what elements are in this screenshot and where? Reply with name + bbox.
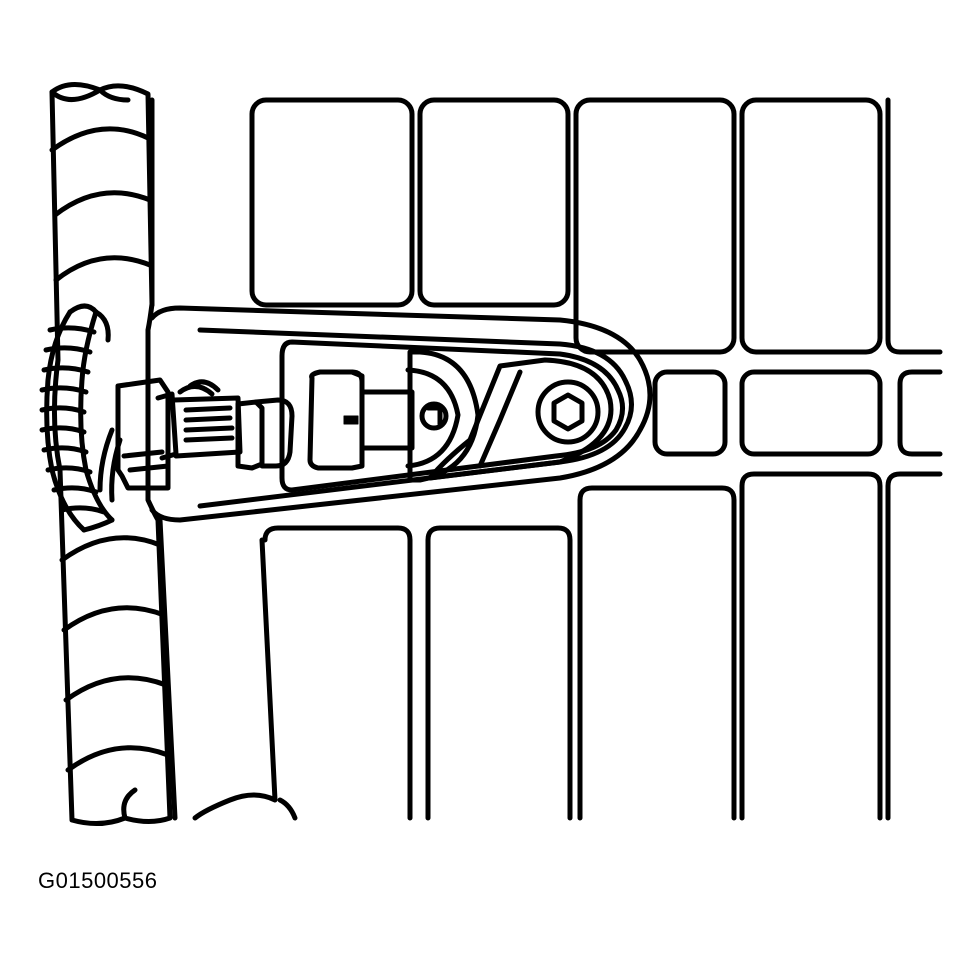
right-grid-cells	[652, 369, 943, 457]
figure-id-label: G01500556	[38, 868, 158, 893]
pivot-plate	[427, 357, 614, 481]
electrical-connector	[115, 377, 295, 491]
frame-rail	[149, 97, 298, 821]
mounting-bracket	[149, 305, 653, 523]
upper-grid-cells	[249, 97, 943, 355]
hex-nut	[535, 379, 601, 445]
cam-disc	[405, 349, 481, 483]
sensor-body	[307, 369, 415, 471]
coiled-wire	[39, 303, 123, 533]
lower-grid-cells	[262, 471, 943, 821]
